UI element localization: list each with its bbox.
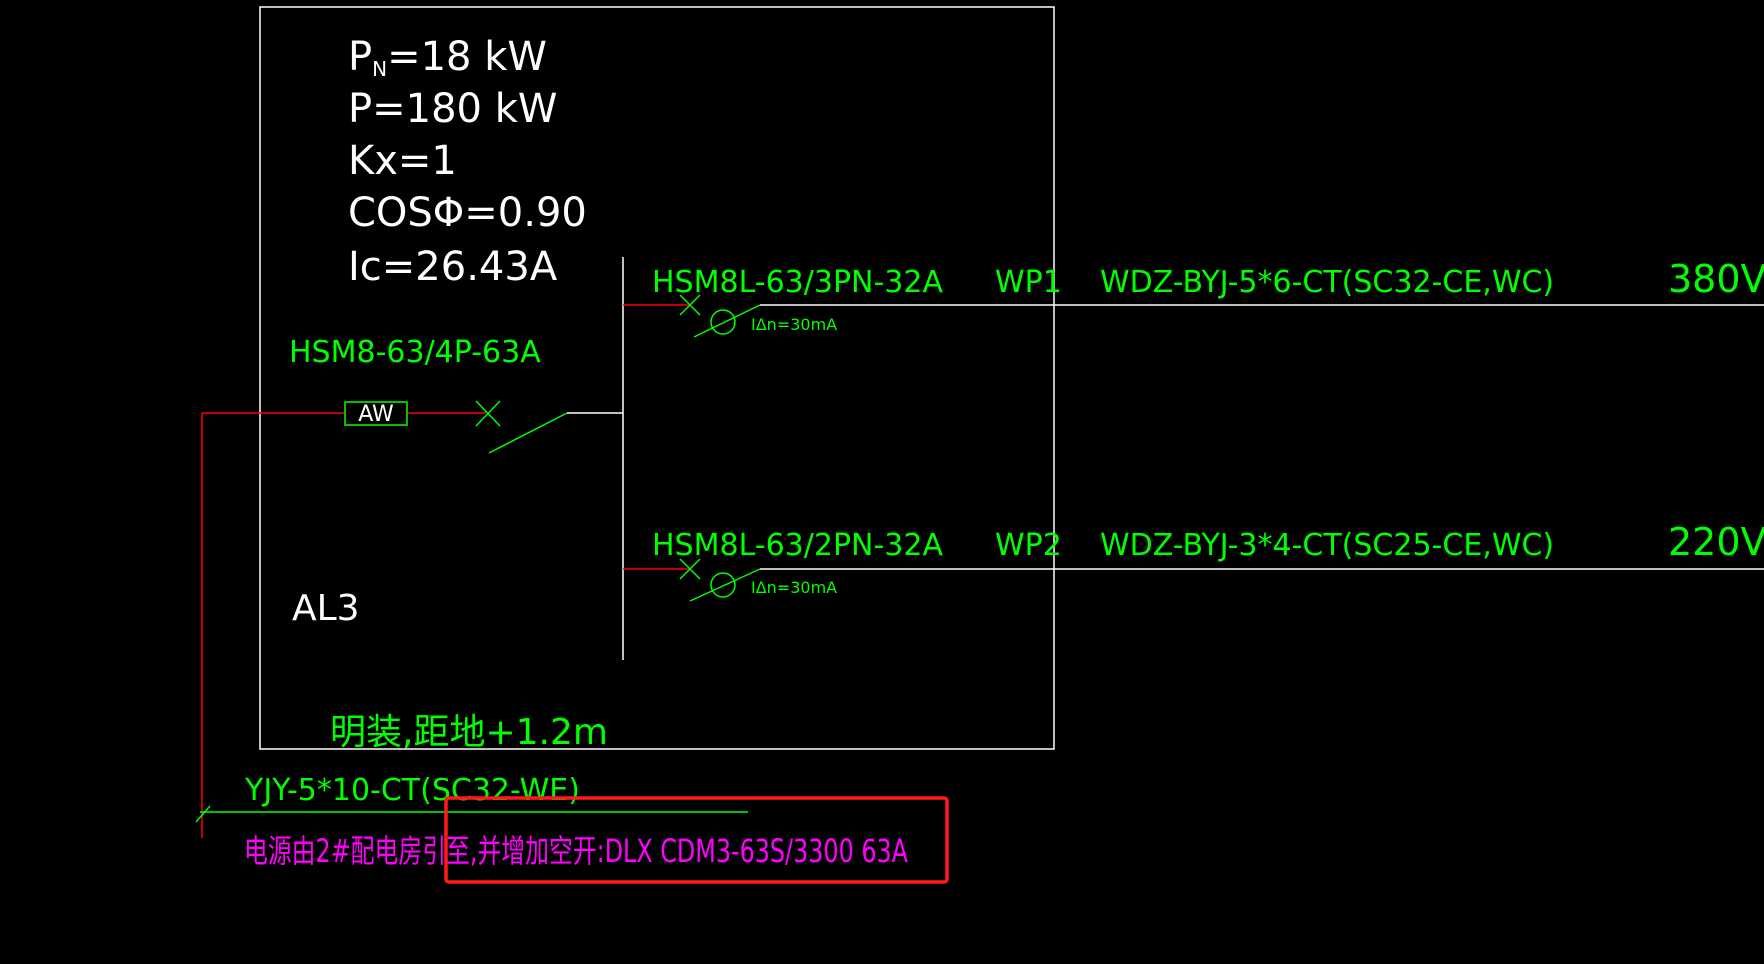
wp2-breaker-label: HSM8L-63/2PN-32A — [652, 528, 943, 563]
wp1-breaker-x2 — [679, 294, 701, 316]
wp2-breaker-x2 — [679, 558, 701, 580]
param-ic: Ic=26.43A — [348, 244, 558, 290]
wp2-id: WP2 — [995, 528, 1062, 563]
wp1-breaker-blade — [693, 304, 761, 338]
mounting-note: 明装,距地+1.2m — [330, 712, 608, 753]
wp1-rcd-label: IΔn=30mA — [751, 315, 837, 334]
main-breaker-blade — [488, 412, 568, 454]
param-kx: Kx=1 — [348, 138, 457, 184]
wp2-note: 220V充电 — [1668, 520, 1764, 564]
wp1-rcd-circle — [710, 309, 736, 335]
main-breaker-label: HSM8-63/4P-63A — [289, 335, 541, 370]
wp1-breaker-label: HSM8L-63/3PN-32A — [652, 265, 943, 300]
wp2-rcd-label: IΔn=30mA — [751, 578, 837, 597]
wp1-cable: WDZ-BYJ-5*6-CT(SC32-CE,WC) — [1100, 265, 1554, 300]
param-pn: PN=18 kW — [348, 34, 547, 81]
highlight-box[interactable] — [444, 796, 949, 884]
wp1-note: 380V充电 — [1668, 257, 1764, 301]
supply-cable-tick — [195, 805, 211, 823]
supply-cable-label: YJY-5*10-CT(SC32-WE) — [244, 773, 580, 808]
wp2-breaker-blade — [689, 568, 761, 602]
wp2-cable: WDZ-BYJ-3*4-CT(SC25-CE,WC) — [1100, 528, 1554, 563]
main-breaker-x2 — [475, 400, 501, 427]
meter-box — [344, 401, 408, 426]
panel-frame — [259, 6, 1055, 750]
param-cos: COSΦ=0.90 — [348, 190, 587, 236]
meter-label: AW — [358, 402, 394, 427]
panel-name: AL3 — [292, 588, 360, 629]
supply-source-note: 电源由2#配电房引至,并增加空开:DLX CDM3-63S/3300 63A — [244, 832, 908, 870]
wp1-id: WP1 — [995, 265, 1062, 300]
param-p: P=180 kW — [348, 86, 557, 132]
wp2-rcd-circle — [710, 572, 736, 598]
